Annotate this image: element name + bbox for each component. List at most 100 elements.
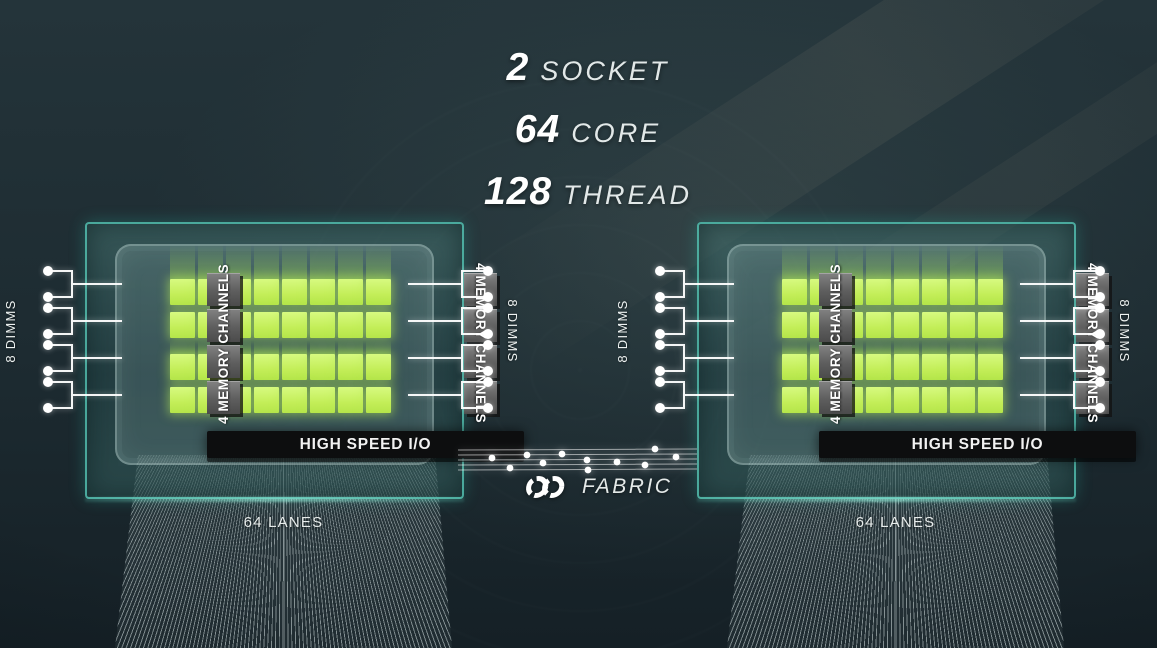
dimm-connector: [1020, 270, 1100, 298]
core-cell: [866, 279, 891, 305]
core-cell: [894, 312, 919, 338]
stat-value: 64: [514, 108, 561, 151]
core-cell: [282, 279, 307, 305]
memory-chip-column: [819, 273, 852, 414]
dimm-dot: [483, 266, 493, 276]
core-cell: [310, 387, 335, 413]
fabric-label: FABRIC: [582, 475, 673, 498]
dimm-dot: [655, 366, 665, 376]
dimm-connector: [48, 307, 122, 335]
dimm-dot: [483, 403, 493, 413]
dimm-dot: [1095, 303, 1105, 313]
dimm-connectors: [655, 266, 1105, 413]
memory-channel-chip: [819, 309, 852, 342]
core-glow-column: [894, 340, 919, 355]
dimm-connector: [408, 307, 488, 335]
dimm-dot: [655, 340, 665, 350]
dimm-dot: [43, 292, 53, 302]
core-cell: [310, 312, 335, 338]
dimm-connector: [48, 270, 122, 298]
core-cell: [366, 354, 391, 380]
core-cell: [950, 354, 975, 380]
cpu-package: 4 MEMORY CHANNELS 4 MEMORY CHANNELS HIGH…: [85, 222, 524, 499]
core-cell: [254, 312, 279, 338]
dimm-dot: [1095, 266, 1105, 276]
dimm-dot: [43, 266, 53, 276]
dimm-dot: [43, 303, 53, 313]
core-cell: [338, 279, 363, 305]
dimm-connector: [660, 307, 734, 335]
core-cell: [922, 354, 947, 380]
core-cell: [978, 279, 1003, 305]
core-cell: [866, 387, 891, 413]
dimm-dot: [483, 292, 493, 302]
memory-channel-chip: [207, 309, 240, 342]
high-speed-io-bar: HIGH SPEED I/O: [207, 431, 524, 458]
dimm-dot: [655, 266, 665, 276]
core-glow-column: [366, 340, 391, 355]
dimm-connector: [1020, 307, 1100, 335]
core-cell: [782, 279, 807, 305]
fabric-badge: FABRIC: [523, 473, 672, 501]
dimm-dot: [1095, 377, 1105, 387]
core-glow-column: [866, 340, 891, 355]
core-glow-column: [282, 340, 307, 355]
core-glow-column: [978, 244, 1003, 280]
dimm-dot: [483, 366, 493, 376]
core-glow-column: [894, 244, 919, 280]
memory-channel-chip: [207, 345, 240, 378]
core-cell: [366, 312, 391, 338]
dimm-dot: [655, 292, 665, 302]
core-cell: [170, 354, 195, 380]
core-cell: [950, 387, 975, 413]
core-cell: [338, 312, 363, 338]
dimms-label-right: 8 DIMMS: [505, 299, 520, 363]
core-cell: [922, 279, 947, 305]
stat-value: 128: [483, 170, 553, 213]
dimm-dot: [43, 403, 53, 413]
memory-channel-chip: [819, 381, 852, 414]
dimm-dot: [655, 303, 665, 313]
dimm-dot: [655, 329, 665, 339]
core-cell: [254, 279, 279, 305]
dimm-connector: [48, 381, 122, 409]
dimm-connector: [408, 344, 488, 372]
dimm-dot: [483, 329, 493, 339]
core-glow-column: [782, 340, 807, 355]
dimm-connector: [48, 344, 122, 372]
dimm-dot: [483, 340, 493, 350]
core-cell: [170, 312, 195, 338]
dimms-label-left: 8 DIMMS: [3, 299, 18, 363]
dimm-dot: [43, 340, 53, 350]
core-cell: [338, 387, 363, 413]
lanes-label: 64 LANES: [855, 514, 936, 531]
core-cell: [170, 279, 195, 305]
core-glow-column: [782, 244, 807, 280]
dimm-connector: [660, 381, 734, 409]
lanes-label: 64 LANES: [243, 514, 324, 531]
core-glow-column: [254, 244, 279, 280]
core-cell: [170, 387, 195, 413]
dimms-label-right: 8 DIMMS: [1117, 299, 1132, 363]
core-glow-column: [310, 244, 335, 280]
dimm-dot: [43, 377, 53, 387]
core-glow-column: [922, 340, 947, 355]
core-cell: [282, 312, 307, 338]
dimm-dot: [655, 377, 665, 387]
dimm-connector: [660, 270, 734, 298]
core-cell: [950, 312, 975, 338]
dimm-dot: [1095, 403, 1105, 413]
core-cell: [866, 312, 891, 338]
dimm-connectors: [43, 266, 493, 413]
core-cell: [254, 354, 279, 380]
core-cell: [866, 354, 891, 380]
stat-core: 64 CORE: [398, 108, 778, 151]
memory-channel-chip: [207, 381, 240, 414]
high-speed-io-label: HIGH SPEED I/O: [299, 435, 432, 453]
core-cell: [338, 354, 363, 380]
fabric-traces: [457, 445, 698, 474]
core-cell: [922, 312, 947, 338]
core-cell: [366, 279, 391, 305]
core-cell: [978, 387, 1003, 413]
